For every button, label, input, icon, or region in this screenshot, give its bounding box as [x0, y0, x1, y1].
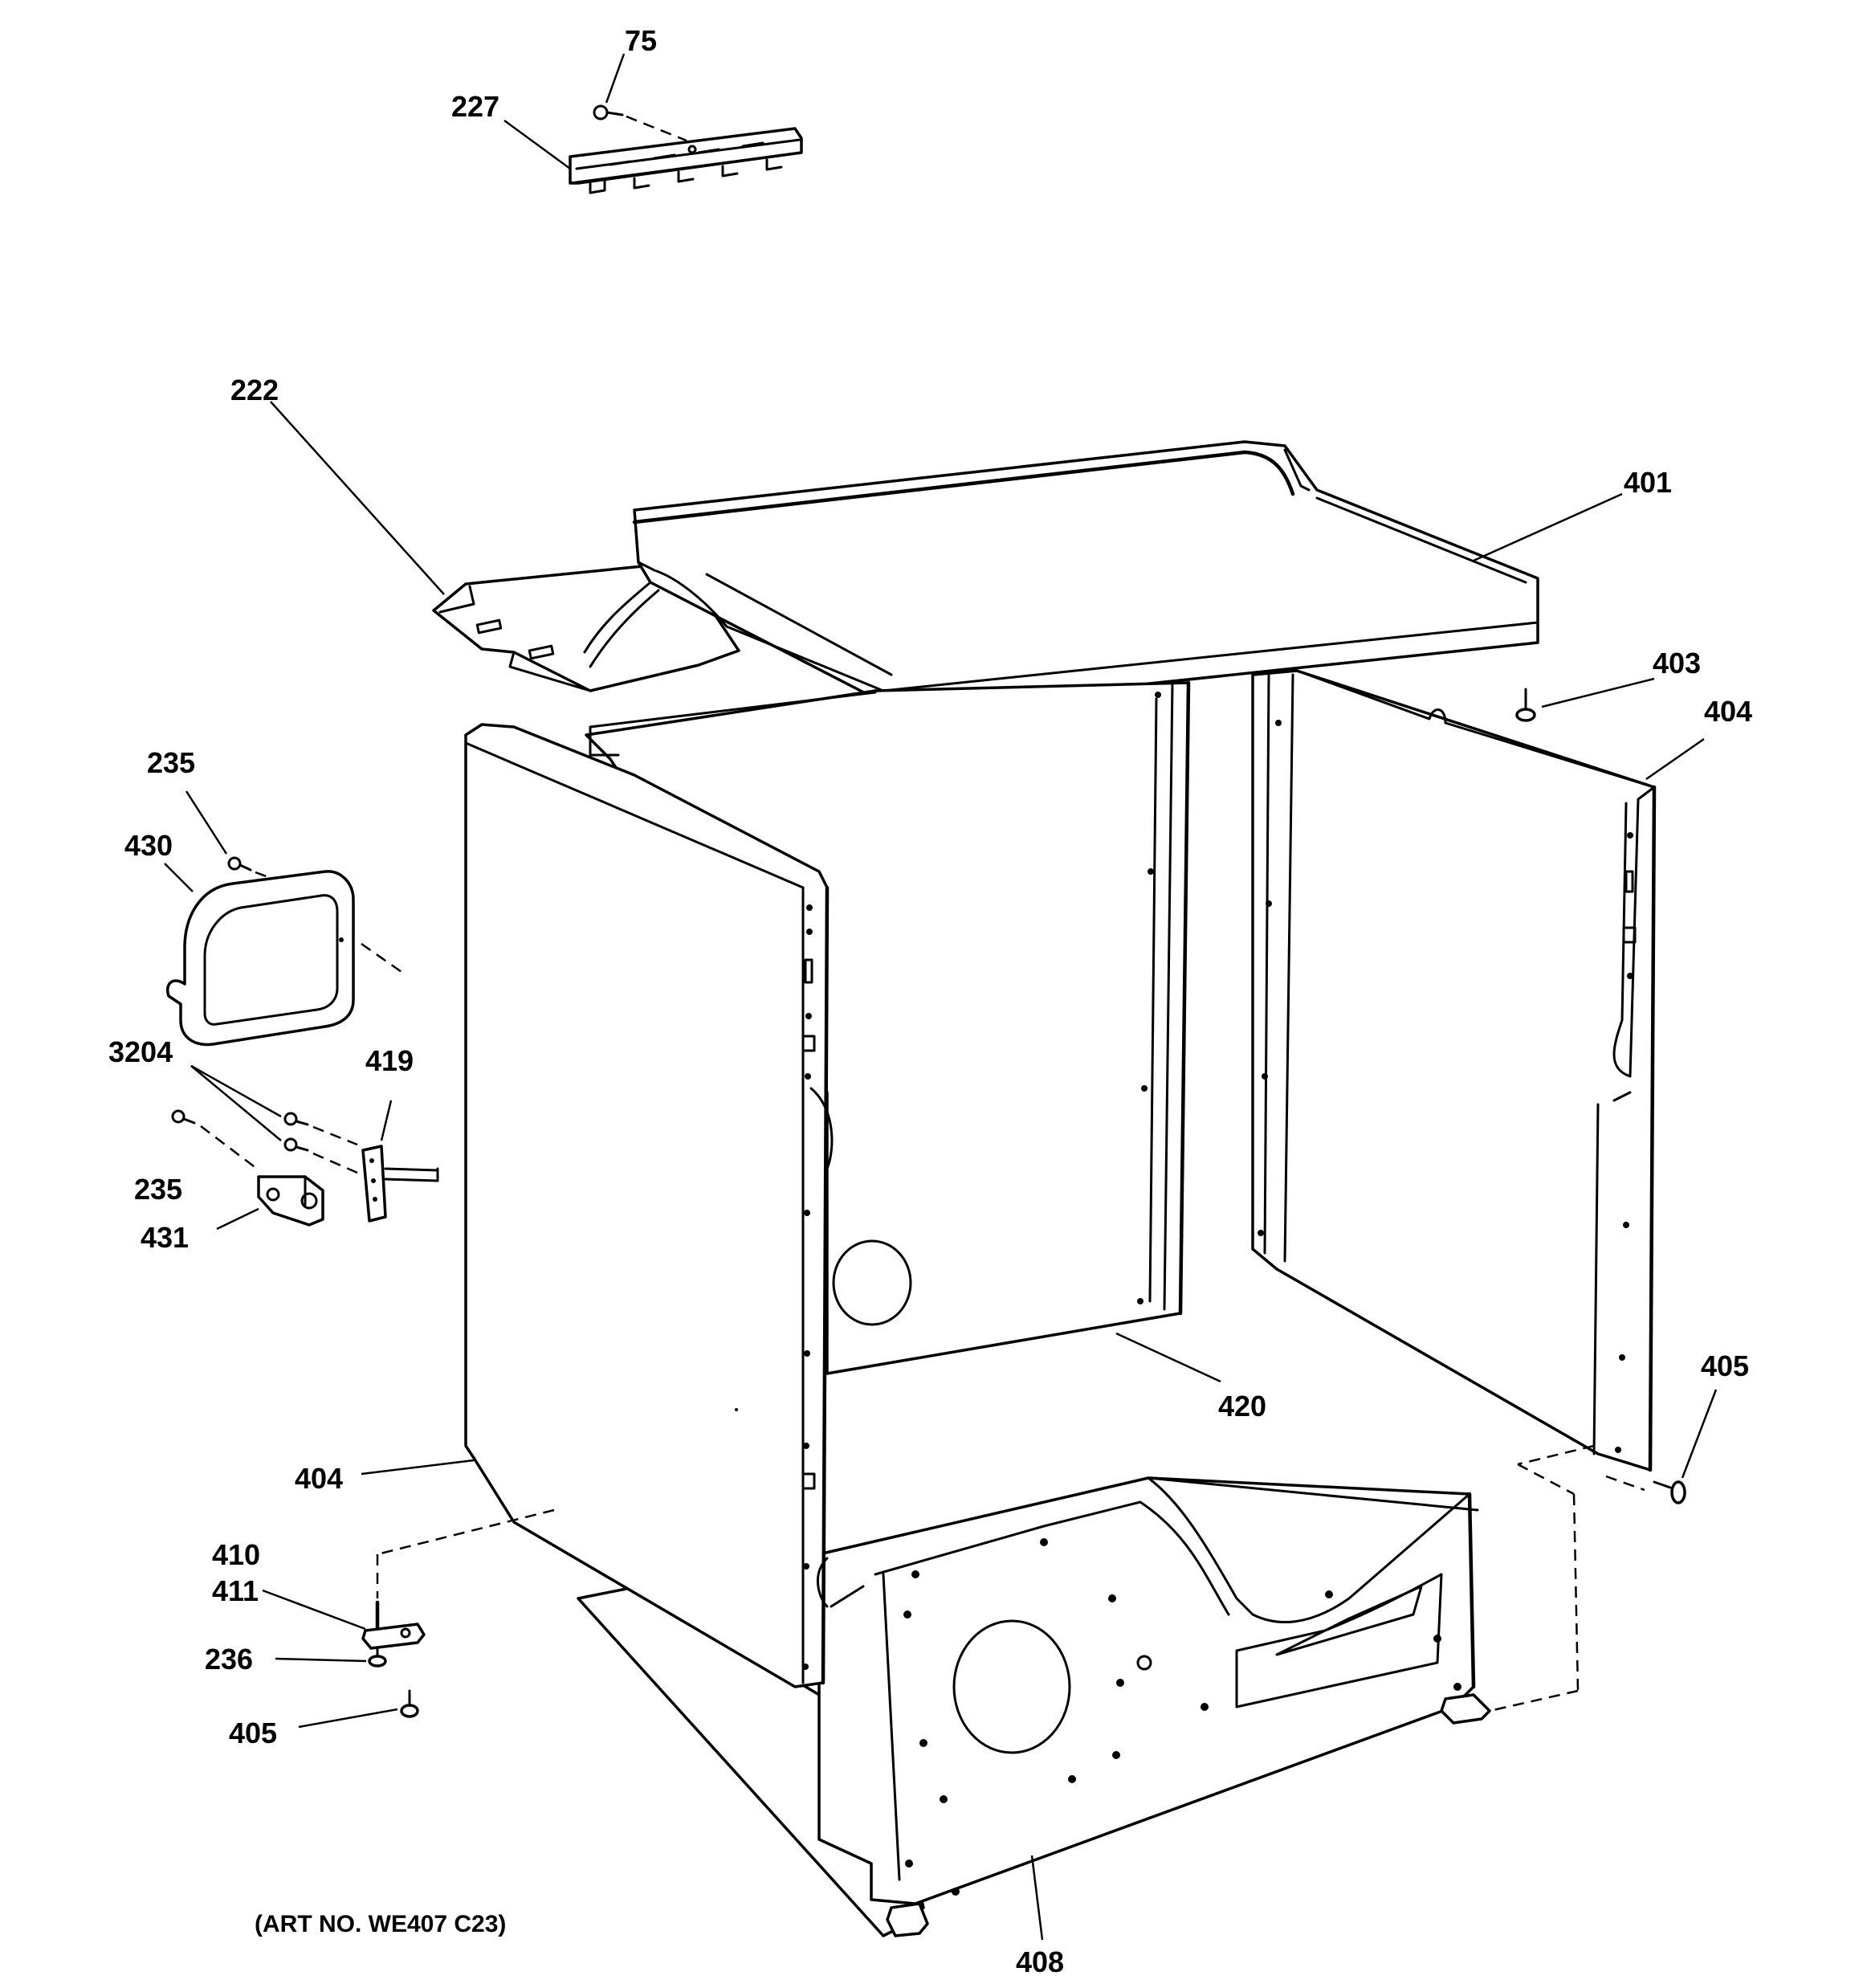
label-75: 75	[625, 24, 657, 57]
label-401: 401	[1624, 466, 1672, 499]
part-405-screw-right	[1489, 1444, 1686, 1712]
label-235-mid: 235	[134, 1173, 182, 1206]
part-430-trim	[166, 870, 402, 1047]
label-430: 430	[124, 829, 173, 862]
label-405-right: 405	[1701, 1349, 1749, 1382]
art-number-caption: (ART NO. WE407 C23)	[255, 1911, 506, 1937]
part-227-bracket	[569, 127, 803, 194]
part-3204-screws	[283, 1112, 358, 1174]
part-410-411-leveling-leg	[361, 1508, 555, 1650]
part-75-screw	[593, 104, 687, 142]
part-number-labels: 75 227 222 401 403 404 235 430 3204 419 …	[108, 24, 1752, 1978]
label-227: 227	[451, 90, 499, 123]
label-222: 222	[230, 374, 279, 406]
label-408: 408	[1016, 1945, 1064, 1978]
leader-lines	[164, 53, 1718, 1941]
part-431-bracket	[257, 1175, 324, 1227]
label-404-left: 404	[295, 1462, 343, 1495]
label-419: 419	[365, 1044, 414, 1077]
part-405-screw-left	[400, 1689, 419, 1718]
label-420: 420	[1218, 1390, 1266, 1423]
part-404-right-side-panel	[1251, 669, 1657, 1472]
label-3204: 3204	[108, 1035, 173, 1068]
part-404-left-side-panel	[464, 723, 834, 1688]
label-236: 236	[205, 1643, 253, 1676]
part-408-base	[577, 1476, 1491, 1937]
part-236-foot-pad	[368, 1647, 387, 1668]
label-431: 431	[141, 1221, 189, 1254]
label-235-top: 235	[147, 746, 195, 779]
label-405-left: 405	[229, 1717, 277, 1749]
part-403-screw	[1515, 688, 1536, 722]
part-401-top-panel	[632, 440, 1539, 712]
label-410: 410	[212, 1538, 260, 1571]
label-404-right: 404	[1704, 695, 1752, 728]
part-235-screw-mid	[171, 1109, 258, 1170]
label-403: 403	[1653, 647, 1701, 680]
part-419-terminal-block	[361, 1145, 439, 1223]
label-411: 411	[212, 1574, 259, 1607]
part-235-screw-top	[227, 856, 274, 880]
